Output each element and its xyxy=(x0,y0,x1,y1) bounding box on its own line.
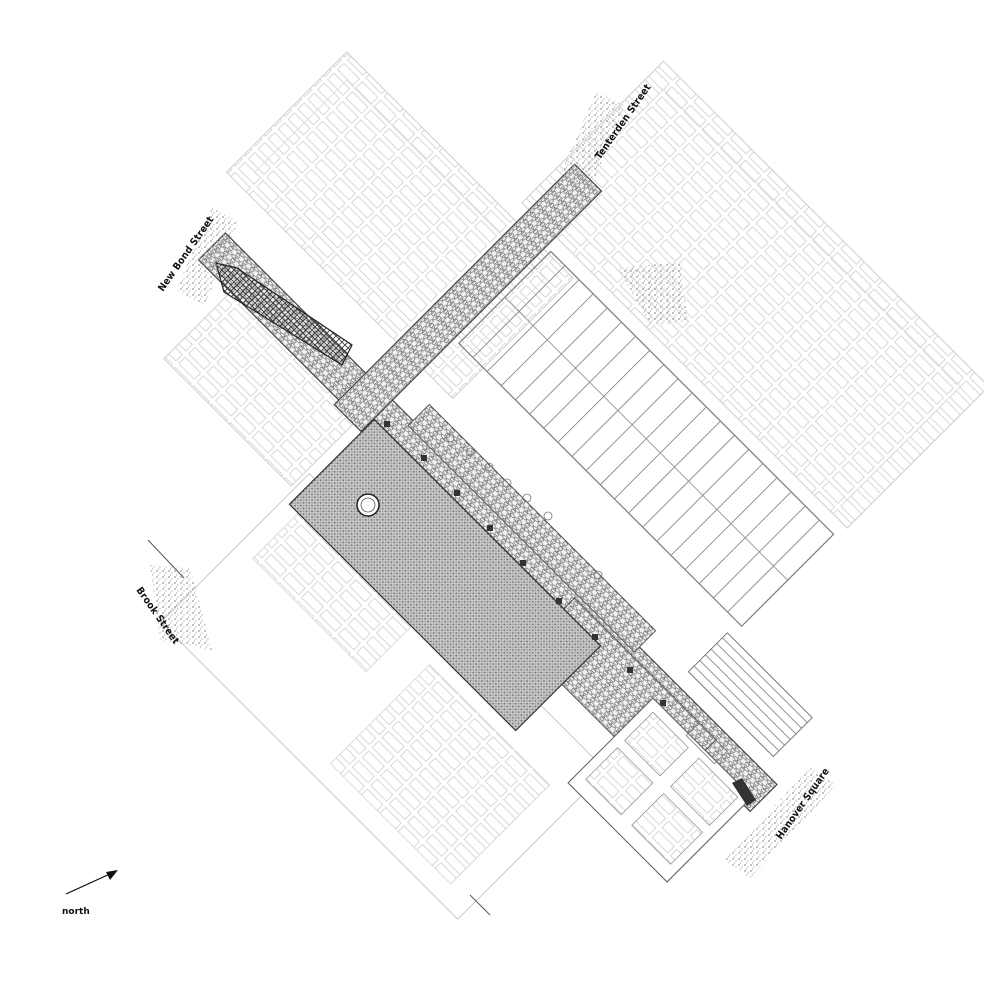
ghost-building-brook xyxy=(160,473,607,920)
ribbed-roof-building xyxy=(457,250,835,628)
cobbled-lane-flank xyxy=(407,403,657,653)
crosshatch-strip xyxy=(215,262,353,366)
hanover-building xyxy=(567,697,753,883)
tree-icon xyxy=(445,433,603,580)
ghost-building-northwest xyxy=(225,51,574,400)
plan-geometry xyxy=(147,51,984,920)
street-end-stipple xyxy=(150,92,836,878)
stepped-structure xyxy=(687,632,813,758)
north-arrow-icon xyxy=(65,870,118,895)
courtyard-well xyxy=(356,493,380,517)
boundary-wall xyxy=(732,778,756,806)
north-label: north xyxy=(62,907,90,917)
column-markers xyxy=(384,421,666,706)
